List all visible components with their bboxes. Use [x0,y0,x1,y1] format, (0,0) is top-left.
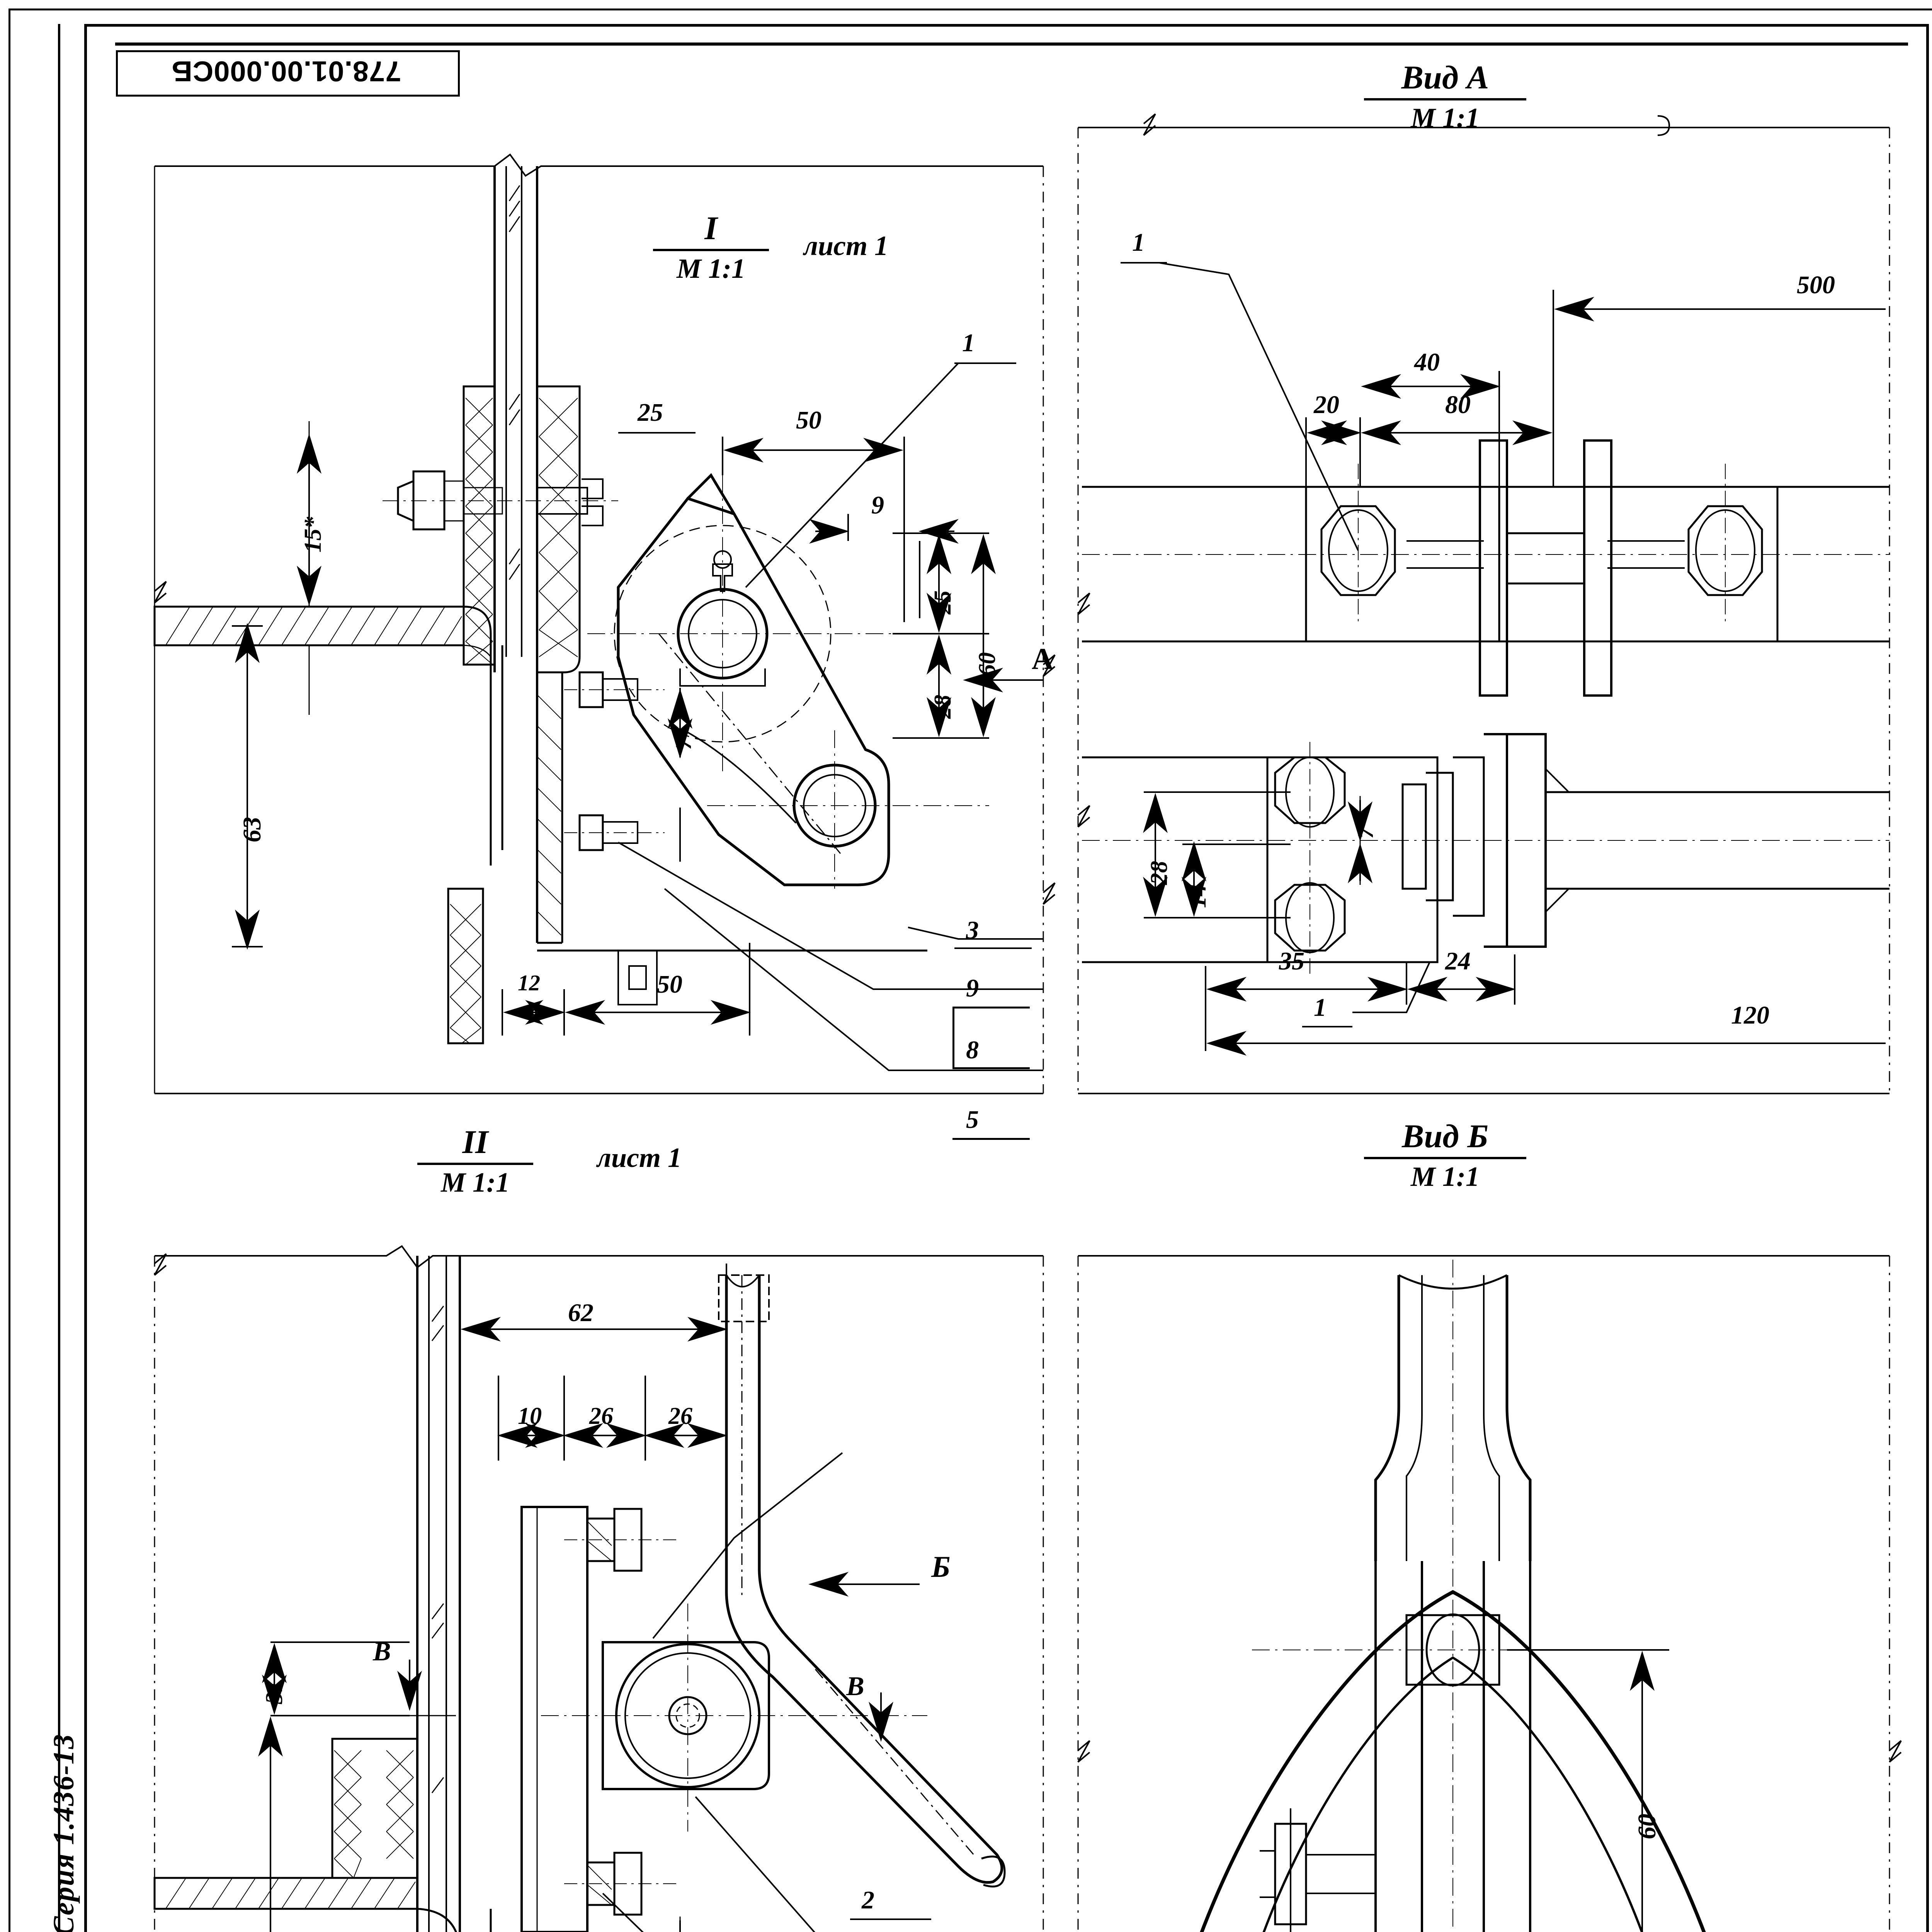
balloon-3-detail-I: 3 [966,916,979,944]
dim-detail-I-9: 9 [871,491,884,519]
view-sheet-ref-detail-I: лист 1 [804,230,888,261]
corner-number-box [116,50,460,97]
balloon-1-view-A-lower: 1 [1314,993,1327,1022]
arrow-label-A-detail-I: А [1032,642,1054,675]
balloon-5-rule [952,1138,1030,1140]
view-scale: М 1:1 [677,253,745,284]
view-label-detail-I: I М 1:1 [653,209,769,285]
view-name: Вид А [1401,59,1489,96]
view-label-rule [417,1163,533,1165]
corner-number-underline [115,43,1908,46]
dim-view-A-40: 40 [1414,348,1440,376]
balloon-5-detail-I-label: 5 [966,1105,979,1134]
view-scale: М 1:1 [1411,1161,1480,1192]
dim-view-A-20: 20 [1314,391,1339,419]
balloon-1-view-A-lower-rule [1302,1026,1352,1027]
balloon-1-rule [954,362,1016,364]
balloon-8-rule [952,1067,1030,1069]
balloon-group-bracket [952,1007,954,1068]
dim-view-A-35: 35 [1279,947,1304,975]
view-label-view-B: Вид Б М 1:1 [1364,1117,1526,1193]
balloon-25-rule [618,432,696,434]
view-scale: М 1:1 [441,1167,510,1198]
view-sheet-ref-detail-II: лист 1 [597,1142,682,1173]
sheet-frame-inner [84,24,1929,1932]
view-name: Вид Б [1402,1117,1488,1155]
arrow-label-V-right: В [846,1672,864,1701]
view-label-rule [1364,98,1526,100]
dim-view-A-500: 500 [1797,271,1835,299]
balloon-8-detail-I: 8 [966,1036,979,1064]
dim-detail-II-62: 62 [568,1299,594,1327]
dim-view-A-80: 80 [1445,391,1471,419]
dim-detail-I-50-bottom: 50 [657,970,682,998]
view-name: II [462,1123,488,1160]
balloon-2-rule [850,1918,931,1920]
arrow-label-V-left: В [373,1637,391,1667]
dim-detail-II-26b: 26 [668,1403,692,1429]
balloon-1-view-A-upper: 1 [1132,228,1145,257]
dim-view-A-120: 120 [1731,1001,1769,1029]
dim-view-A-24: 24 [1445,947,1471,975]
arrow-label-B-detail-II: Б [931,1550,951,1583]
margin-divider [58,24,60,1932]
balloon-9-detail-I: 9 [966,974,979,1002]
dim-detail-II-10: 10 [518,1403,542,1429]
view-label-detail-II: II М 1:1 [417,1122,533,1199]
balloon-3-rule [954,947,1032,949]
dim-detail-I-12: 12 [518,970,540,995]
view-name: I [704,209,718,247]
balloon-2-detail-II: 2 [862,1886,874,1914]
balloon-1-detail-I: 1 [962,329,975,357]
dim-detail-II-26a: 26 [589,1403,613,1429]
sheet-frame-outer [9,9,1932,1932]
balloon-25-detail-I: 25 [638,398,663,427]
view-label-rule [653,249,769,251]
balloon-1-view-A-upper-rule [1121,262,1167,264]
dim-detail-I-50-top: 50 [796,406,821,434]
balloon-9-rule [952,1007,1030,1009]
view-label-rule [1364,1157,1526,1159]
